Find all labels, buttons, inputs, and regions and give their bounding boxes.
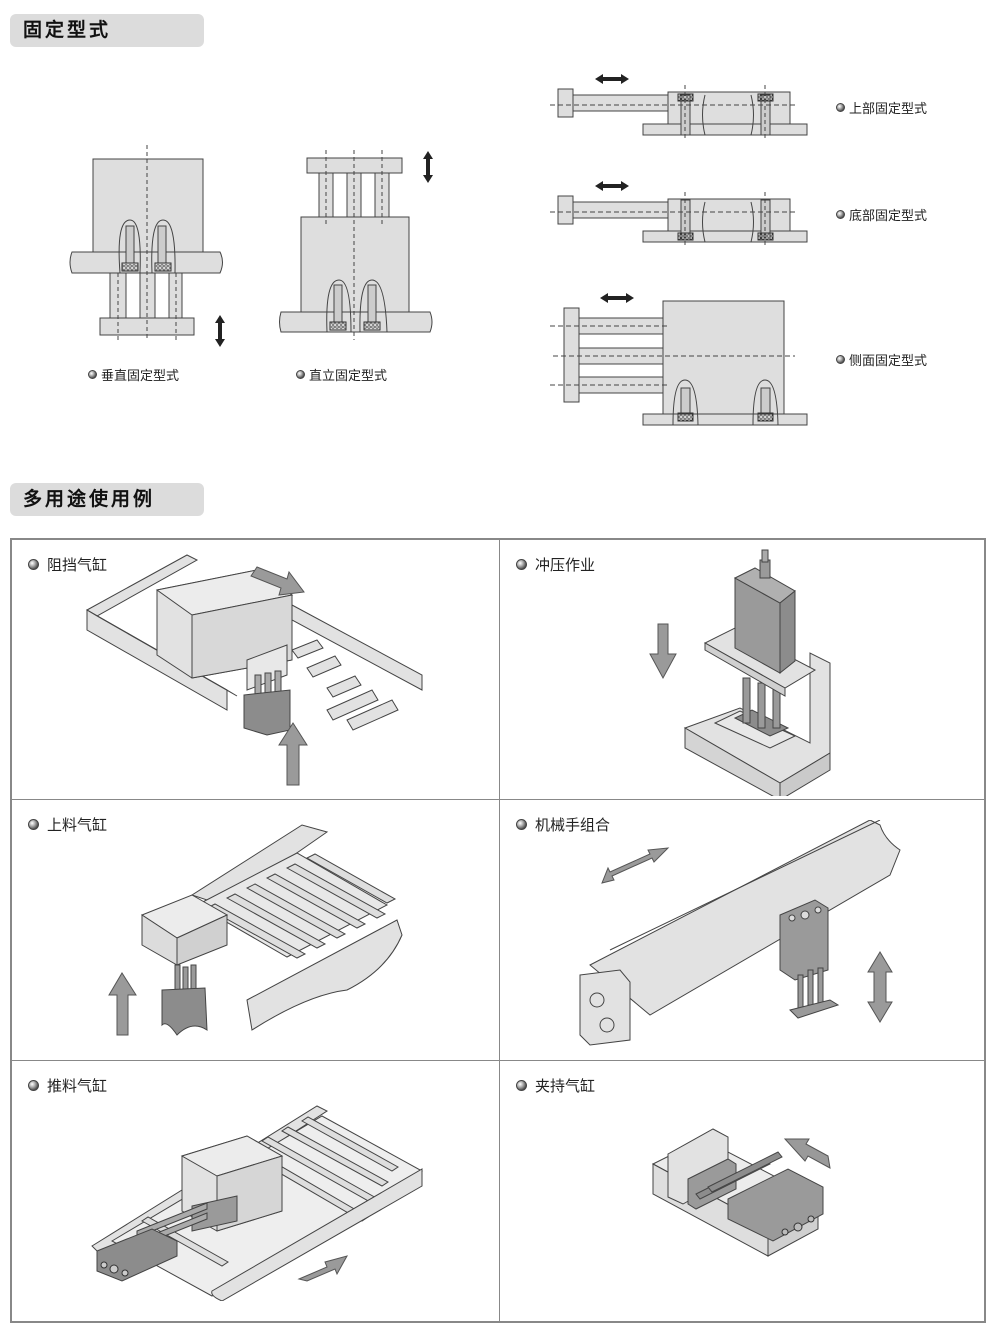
vertical-mount-diagram bbox=[69, 145, 225, 347]
arrow-up-icon bbox=[108, 972, 137, 1036]
application-title: 阻挡气缸 bbox=[28, 554, 107, 575]
double-arrow-vertical-icon bbox=[423, 151, 433, 183]
section-header-applications: 多用途使用例 bbox=[10, 483, 204, 516]
caption-vertical-mount: 垂直固定型式 bbox=[88, 365, 179, 384]
application-cell-stopper: 阻挡气缸 bbox=[12, 540, 499, 799]
caption-side-mount: 侧面固定型式 bbox=[836, 350, 927, 369]
arrow-down-icon bbox=[649, 623, 677, 680]
arrow-right-down-icon bbox=[250, 566, 305, 596]
manipulator-combination-illustration bbox=[579, 820, 901, 1046]
stopper-cylinder-illustration bbox=[85, 554, 423, 786]
caption-bottom-mount: 底部固定型式 bbox=[836, 205, 927, 224]
grid-divider bbox=[12, 799, 984, 800]
upright-mount-diagram bbox=[279, 150, 433, 340]
application-cell-manipulator: 机械手组合 bbox=[500, 800, 986, 1060]
grid-divider bbox=[499, 540, 500, 1321]
bullet-icon bbox=[516, 1080, 527, 1091]
bullet-icon bbox=[296, 370, 305, 379]
application-title: 机械手组合 bbox=[516, 814, 610, 835]
application-cell-press: 冲压作业 bbox=[500, 540, 986, 799]
double-arrow-vertical-icon bbox=[867, 951, 893, 1023]
top-mount-diagram bbox=[550, 74, 808, 140]
bullet-icon bbox=[88, 370, 97, 379]
bullet-icon bbox=[836, 103, 845, 112]
pushing-cylinder-illustration bbox=[91, 1105, 424, 1301]
applications-grid: 阻挡气缸 bbox=[10, 538, 986, 1323]
bullet-icon bbox=[836, 210, 845, 219]
caption-upright-mount: 直立固定型式 bbox=[296, 365, 387, 384]
bottom-mount-diagram bbox=[550, 181, 808, 247]
application-cell-loading: 上料气缸 bbox=[12, 800, 499, 1060]
bullet-icon bbox=[28, 559, 39, 570]
application-title: 冲压作业 bbox=[516, 554, 595, 575]
application-title: 夹持气缸 bbox=[516, 1075, 595, 1096]
double-arrow-horizontal-icon bbox=[600, 293, 634, 303]
arrow-up-left-icon bbox=[783, 1138, 831, 1169]
bullet-icon bbox=[28, 819, 39, 830]
double-arrow-horizontal-icon bbox=[595, 181, 629, 191]
caption-top-mount: 上部固定型式 bbox=[836, 98, 927, 117]
side-mount-diagram bbox=[550, 293, 808, 426]
grid-divider bbox=[12, 1060, 984, 1061]
application-cell-clamping: 夹持气缸 bbox=[500, 1061, 986, 1323]
application-title: 推料气缸 bbox=[28, 1075, 107, 1096]
arrow-up-right-icon bbox=[297, 1255, 349, 1282]
bullet-icon bbox=[28, 1080, 39, 1091]
section-header-mounting: 固定型式 bbox=[10, 14, 204, 47]
clamping-cylinder-illustration bbox=[651, 1128, 824, 1257]
double-arrow-diagonal-icon bbox=[601, 847, 670, 884]
application-title: 上料气缸 bbox=[28, 814, 107, 835]
loading-cylinder-illustration bbox=[108, 824, 403, 1036]
application-cell-pushing: 推料气缸 bbox=[12, 1061, 499, 1323]
bullet-icon bbox=[836, 355, 845, 364]
bullet-icon bbox=[516, 819, 527, 830]
double-arrow-vertical-icon bbox=[215, 315, 225, 347]
bullet-icon bbox=[516, 559, 527, 570]
double-arrow-horizontal-icon bbox=[595, 74, 629, 84]
press-operation-illustration bbox=[683, 549, 831, 796]
arrow-up-icon bbox=[278, 722, 308, 786]
